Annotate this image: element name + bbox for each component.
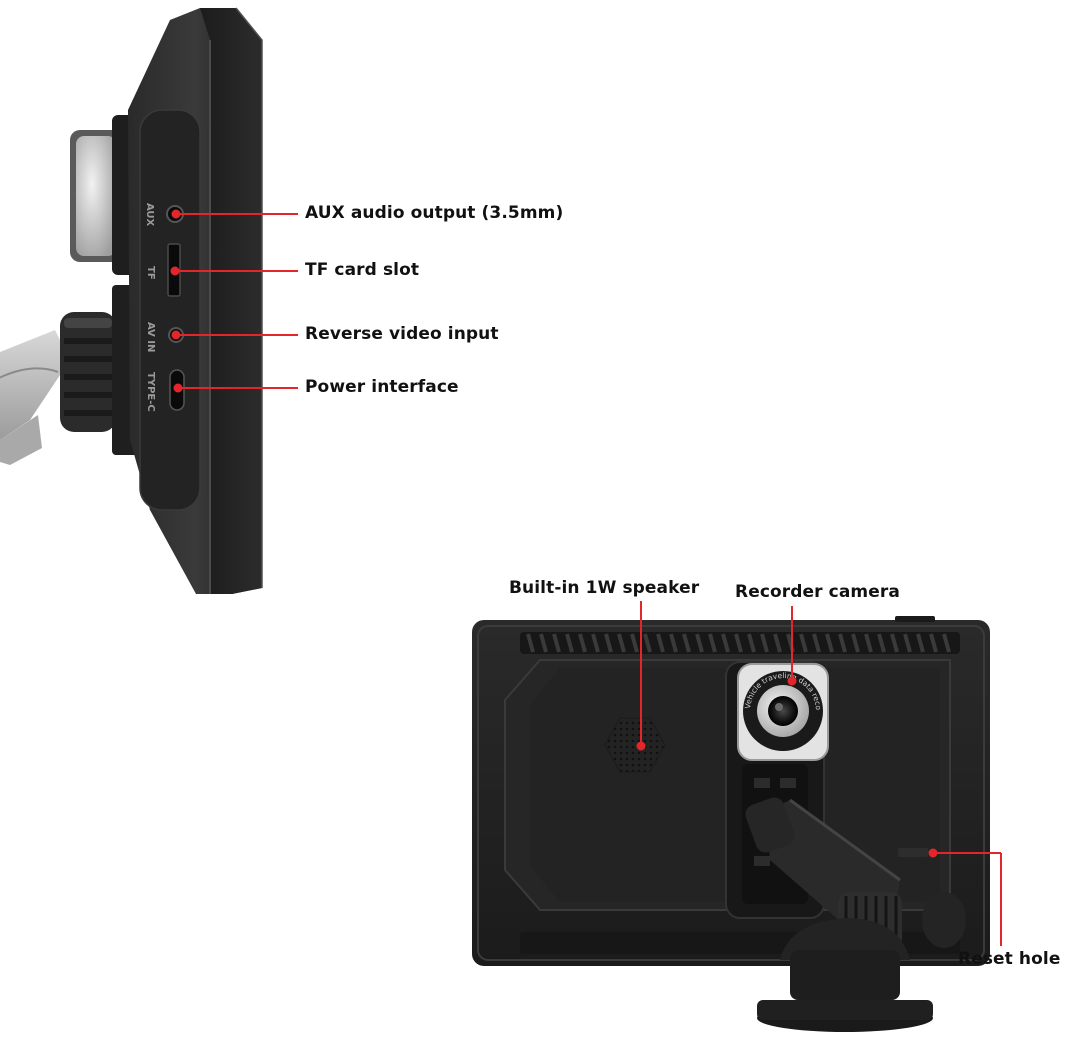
- vent-slot: [747, 633, 756, 653]
- speaker-callout-label: Built-in 1W speaker: [509, 578, 700, 598]
- vent-slot: [669, 633, 678, 653]
- av-in-port-marking: AV IN: [145, 322, 156, 352]
- vent-slot: [526, 633, 535, 653]
- vent-slot: [682, 633, 691, 653]
- vent-slot: [552, 633, 561, 653]
- back-callout-lines: [636, 601, 1002, 946]
- side-callout-lines: [170, 209, 298, 393]
- vent-slot: [864, 633, 873, 653]
- camera-callout-label: Recorder camera: [735, 582, 900, 602]
- vent-slot: [565, 633, 574, 653]
- vent-slot: [942, 633, 951, 653]
- aux-port-marking: AUX: [144, 203, 155, 227]
- vent-slot: [903, 633, 912, 653]
- vent-slot: [929, 633, 938, 653]
- vent-slot: [916, 633, 925, 653]
- vent-slot: [721, 633, 730, 653]
- vent-slot: [773, 633, 782, 653]
- type-c-port-marking: TYPE-C: [145, 372, 156, 412]
- vent-slot: [630, 633, 639, 653]
- vent-slot: [851, 633, 860, 653]
- vent-slot: [617, 633, 626, 653]
- vent-slot: [890, 633, 899, 653]
- vent-slot: [578, 633, 587, 653]
- vent-slot: [591, 633, 600, 653]
- vent-slot: [539, 633, 548, 653]
- vent-slot: [812, 633, 821, 653]
- vent-slot: [643, 633, 652, 653]
- suction-base: [757, 918, 933, 1032]
- speaker-grille: [604, 717, 666, 773]
- side-view-device: AUX TF AV IN TYPE-C: [0, 7, 298, 594]
- reset-callout-label: Reset hole: [958, 949, 1061, 969]
- tf-slot-marking: TF: [145, 266, 156, 280]
- side-mount-arm: [0, 330, 70, 465]
- tf-callout-label: TF card slot: [305, 260, 420, 280]
- vent-slot: [656, 633, 665, 653]
- vent-slot: [734, 633, 743, 653]
- power-callout-label: Power interface: [305, 377, 459, 397]
- aux-callout-label: AUX audio output (3.5mm): [305, 203, 564, 223]
- side-camera-module: [70, 115, 136, 275]
- side-mount-knob: [60, 312, 116, 432]
- vent-slot: [838, 633, 847, 653]
- vent-slot: [604, 633, 613, 653]
- vent-slot: [877, 633, 886, 653]
- vent-slot: [708, 633, 717, 653]
- vent-slot: [760, 633, 769, 653]
- vent-slot: [799, 633, 808, 653]
- vent-slot: [695, 633, 704, 653]
- av-in-callout-label: Reverse video input: [305, 324, 499, 344]
- vent-slot: [825, 633, 834, 653]
